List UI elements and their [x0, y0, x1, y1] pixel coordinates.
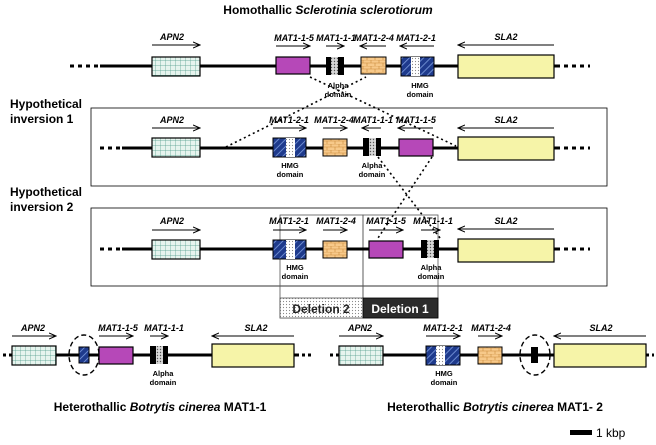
- alpha-domain-label-1: Alpha: [328, 81, 350, 90]
- sla2-gene-b1: [211, 343, 295, 368]
- mat121-gene-inv1: [272, 137, 307, 158]
- row-inversion-2: APN2 MAT1-2-1 HMG domain MAT1-2-4 MAT1-1…: [100, 216, 590, 281]
- alpha-domain-label-2: domain: [325, 90, 352, 99]
- hmg-label-b2-1: HMG: [435, 369, 453, 378]
- apn2-label-inv1: APN2: [159, 115, 184, 125]
- sla2-label-b2: SLA2: [589, 323, 612, 333]
- scale-bar: [570, 430, 592, 435]
- mat115-gene: [275, 56, 311, 75]
- inversion2-label-line2: inversion 2: [10, 200, 74, 214]
- sla2-gene-inv2: [457, 238, 555, 263]
- mat124-label: MAT1-2-4: [354, 33, 394, 43]
- row-botrytis-mat1-2: APN2 MAT1-2-1 HMG domain MAT1-2-4 SLA2: [330, 323, 654, 387]
- apn2-gene-b2: [338, 345, 384, 366]
- mat111-label-inv1: MAT1-1-1: [353, 115, 393, 125]
- mat111-label-b1: MAT1-1-1: [144, 323, 184, 333]
- mat124-label-inv2: MAT1-2-4: [316, 216, 356, 226]
- sla2-label: SLA2: [494, 32, 517, 42]
- hmg-label-inv1-1: HMG: [281, 161, 299, 170]
- alpha-label-inv2-2: domain: [418, 272, 445, 281]
- mat115-label-inv1: MAT1-1-5: [396, 115, 437, 125]
- mat121-remnant-b1: [78, 346, 90, 364]
- mat115-gene-inv1: [398, 138, 434, 157]
- mat124-label-b2: MAT1-2-4: [471, 323, 511, 333]
- apn2-label-inv2: APN2: [159, 216, 184, 226]
- mat115-label-inv2: MAT1-1-5: [366, 216, 407, 226]
- inversion2-box: [90, 207, 608, 287]
- sla2-gene-b2: [553, 343, 647, 368]
- mat124-gene: [360, 56, 387, 75]
- mat124-gene-inv2: [322, 240, 348, 259]
- apn2-label: APN2: [159, 32, 184, 42]
- sla2-label-b1: SLA2: [244, 323, 267, 333]
- mat111-gene: [326, 57, 344, 75]
- hmg-label-inv2-1: HMG: [286, 263, 304, 272]
- mat111-label-inv2: MAT1-1-1: [413, 216, 453, 226]
- mat111-gene-inv2: [421, 240, 439, 258]
- top-title: Homothallic Sclerotinia sclerotiorum: [223, 3, 433, 17]
- row-botrytis-mat1-1: APN2 MAT1-1-5 MAT1-1-1 Alpha domain SLA2: [3, 323, 312, 387]
- mat121-label: MAT1-2-1: [396, 33, 436, 43]
- sla2-label-inv1: SLA2: [494, 115, 517, 125]
- alpha-label-b1-1: Alpha: [153, 369, 175, 378]
- inversion-2-lines: [377, 156, 441, 239]
- hmg-label-inv1-2: domain: [277, 170, 304, 179]
- mat124-gene-b2: [477, 346, 503, 365]
- alpha-label-inv2-1: Alpha: [421, 263, 443, 272]
- inversion1-label-line2: inversion 1: [10, 112, 74, 126]
- mat115-label: MAT1-1-5: [274, 33, 315, 43]
- mat115-gene-b1: [98, 346, 134, 365]
- row-homothallic: APN2 MAT1-1-5 MAT1-1-1 Alpha domain MAT1…: [70, 32, 590, 99]
- scale-bar-label: 1 kbp: [596, 426, 626, 440]
- apn2-gene: [151, 56, 201, 77]
- hmg-label-inv2-2: domain: [282, 272, 309, 281]
- hmg-label-b2-2: domain: [431, 378, 458, 387]
- mat124-label-inv1: MAT1-2-4: [314, 115, 354, 125]
- botrytis-mat1-1-title: Heterothallic Botrytis cinerea MAT1-1: [54, 400, 267, 414]
- deletion1-label: Deletion 1: [371, 302, 429, 316]
- mat121-gene-b2: [425, 345, 461, 366]
- inversion1-label-line1: Hypothetical: [10, 97, 82, 111]
- mat121-gene-inv2: [272, 239, 307, 260]
- sla2-gene: [457, 54, 555, 79]
- deletion2-label: Deletion 2: [292, 302, 350, 316]
- alpha-label-b1-2: domain: [150, 378, 177, 387]
- hmg-domain-label-1: HMG: [411, 81, 429, 90]
- row-inversion-1: APN2 MAT1-2-1 HMG domain MAT1-2-4 MAT1-1…: [100, 115, 590, 179]
- mat111-label: MAT1-1-1: [316, 33, 356, 43]
- inversion2-label-line1: Hypothetical: [10, 185, 82, 199]
- apn2-gene-inv1: [151, 137, 201, 158]
- mat121-label-inv2: MAT1-2-1: [269, 216, 309, 226]
- hmg-domain-label-2: domain: [407, 90, 434, 99]
- mat111-gene-inv1: [363, 138, 381, 156]
- apn2-label-b1: APN2: [20, 323, 45, 333]
- sla2-gene-inv1: [457, 136, 555, 161]
- mat121-label-inv1: MAT1-2-1: [269, 115, 309, 125]
- mat111-remnant-b2: [531, 347, 538, 363]
- deletion1-badge: [362, 297, 439, 319]
- mat121-label-b2: MAT1-2-1: [423, 323, 463, 333]
- apn2-gene-b1: [11, 345, 57, 366]
- mat124-gene-inv1: [322, 138, 348, 157]
- botrytis-mat1-2-title: Heterothallic Botrytis cinerea MAT1- 2: [387, 400, 603, 414]
- alpha-label-inv1-1: Alpha: [362, 161, 384, 170]
- inversion1-box: [90, 107, 608, 187]
- apn2-gene-inv2: [151, 239, 201, 260]
- alpha-label-inv1-2: domain: [359, 170, 386, 179]
- mat121-gene: [400, 56, 435, 77]
- deletion-remnant-circle-b2: [519, 334, 551, 376]
- mat115-gene-inv2: [368, 240, 404, 259]
- apn2-label-b2: APN2: [347, 323, 372, 333]
- mat115-label-b1: MAT1-1-5: [98, 323, 139, 333]
- sla2-label-inv2: SLA2: [494, 216, 517, 226]
- mat111-gene-b1: [150, 346, 168, 364]
- inversion-1-lines: [225, 76, 457, 148]
